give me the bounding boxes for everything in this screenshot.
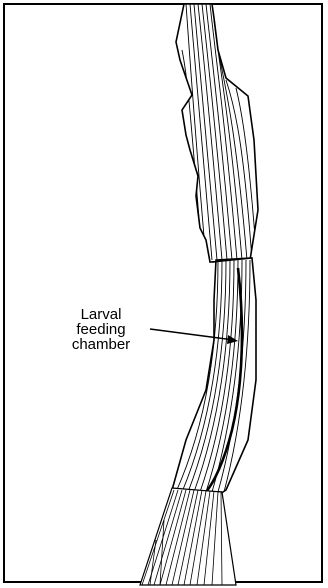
label-line-1: Larval xyxy=(58,307,144,322)
lower-stem-section xyxy=(140,488,236,585)
upper-stem-section xyxy=(176,4,258,262)
label-line-3: chamber xyxy=(58,337,144,352)
middle-stem-section xyxy=(172,258,256,494)
larval-feeding-chamber-label: Larval feeding chamber xyxy=(58,307,144,352)
label-line-2: feeding xyxy=(58,322,144,337)
